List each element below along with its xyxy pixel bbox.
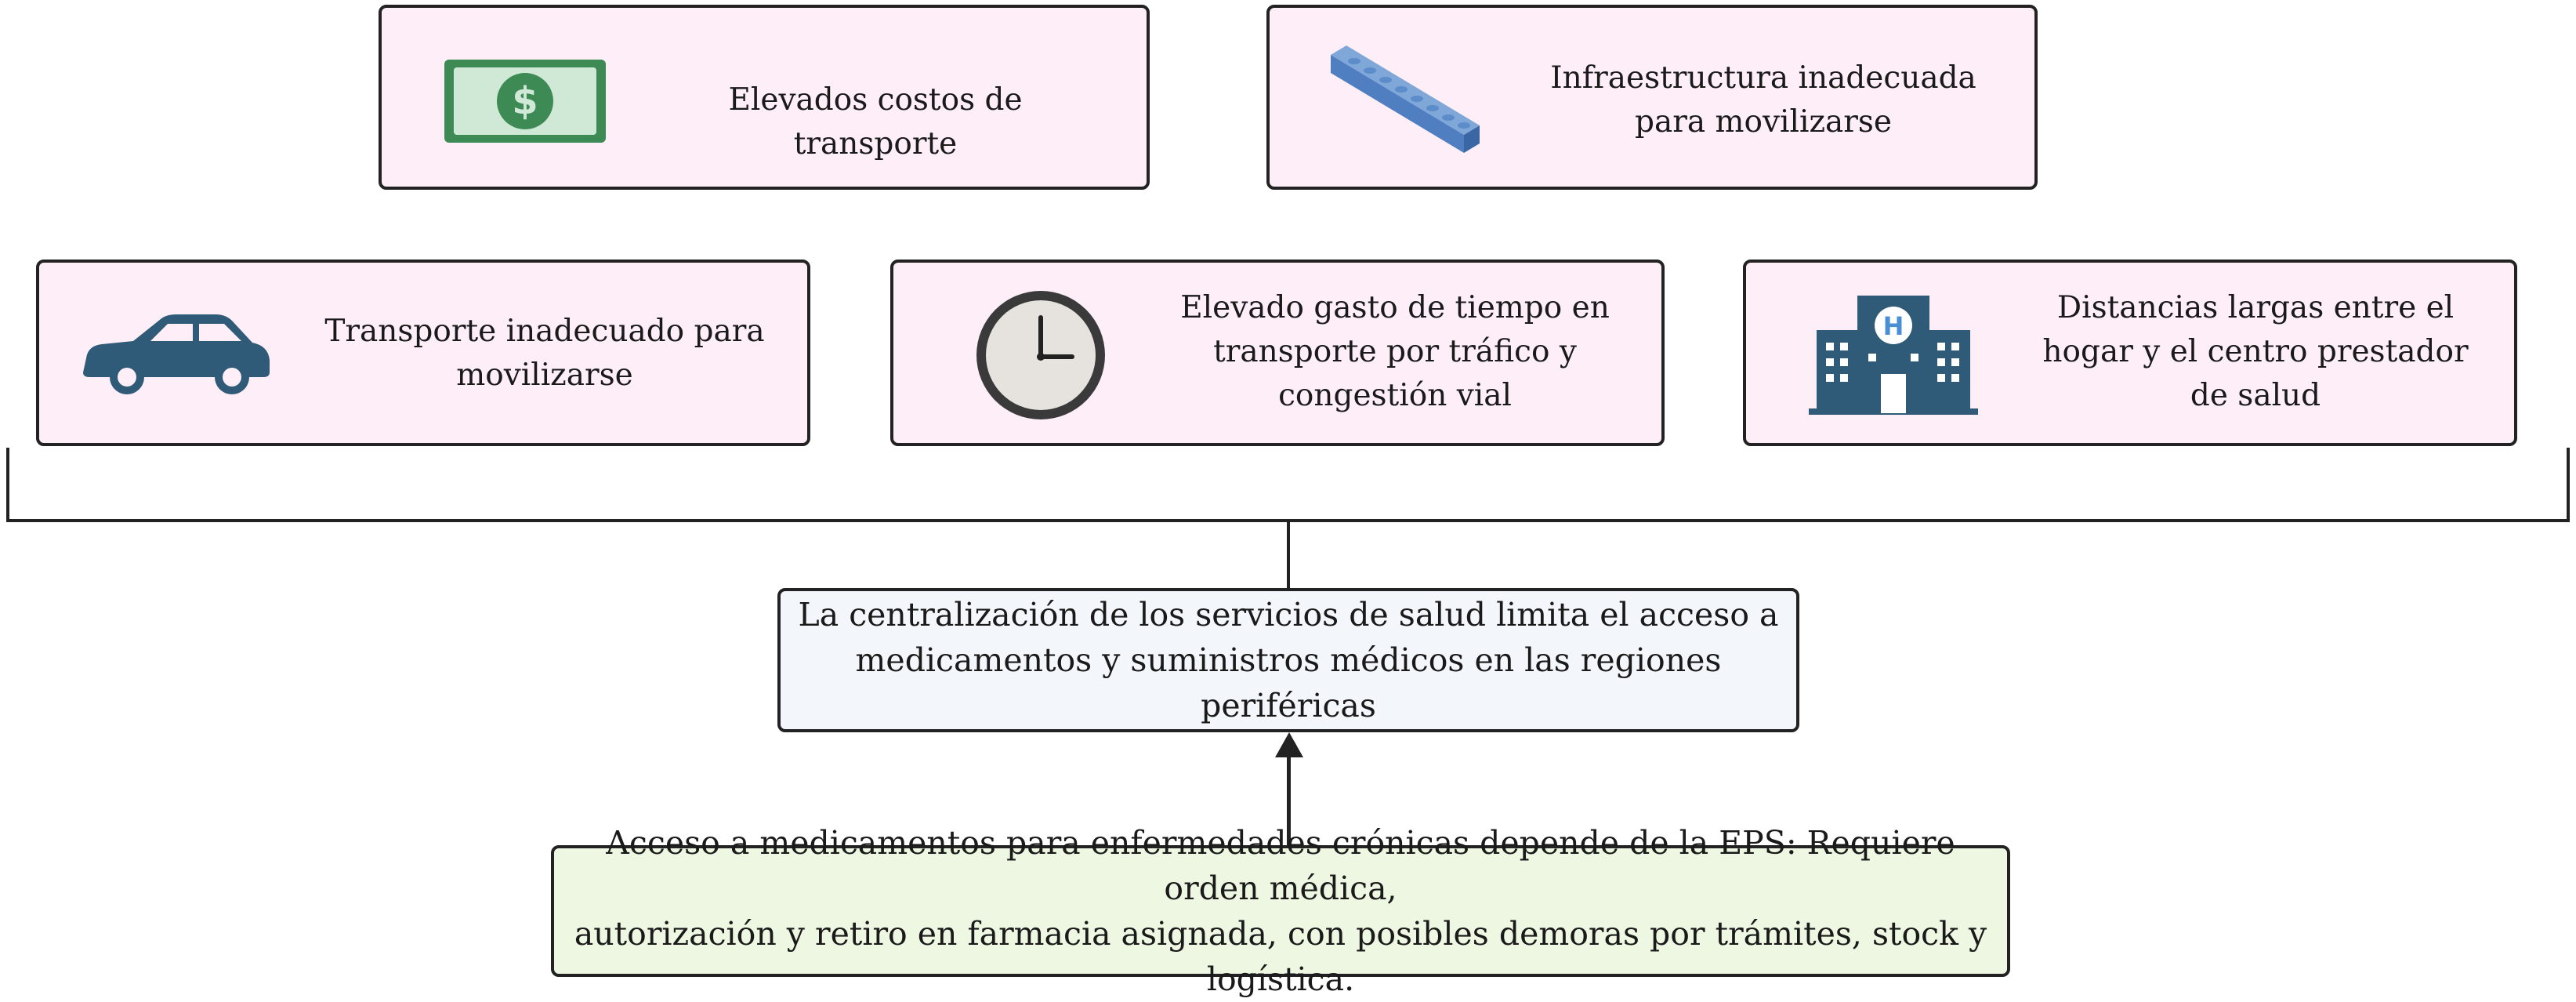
central-statement-box: La centralización de los servicios de sa…: [777, 588, 1799, 732]
arrow-head: [1275, 732, 1303, 757]
bottom-statement-text: Acceso a medicamentos para enfermedades …: [574, 824, 1987, 998]
svg-text:H: H: [1883, 311, 1904, 341]
factor-box-distance: H Distancias largas entre el hogar y el …: [1743, 260, 2517, 446]
dollar-bill-icon: $: [444, 60, 606, 143]
factor-infrastructure-label: Infraestructura inadecuada para moviliza…: [1550, 60, 1976, 140]
factor-box-transport: Transporte inadecuado para movilizarse: [36, 260, 810, 446]
bracket-right-tick: [2567, 448, 2570, 522]
factor-costs-label: Elevados costos de transporte: [728, 82, 1023, 162]
central-statement-text: La centralización de los servicios de sa…: [798, 596, 1779, 724]
bottom-statement-box: Acceso a medicamentos para enfermedades …: [551, 824, 2010, 998]
svg-text:$: $: [512, 79, 538, 123]
car-icon: [83, 314, 270, 394]
bracket-stem: [1287, 519, 1290, 588]
bracket-left-tick: [6, 448, 9, 522]
hospital-icon: H: [1809, 296, 1978, 415]
clock-icon: [976, 291, 1105, 419]
arrow-shaft: [1287, 753, 1291, 845]
factor-box-costs: $ Elevados costos de transporte: [379, 5, 1150, 190]
road-block-icon: [1331, 45, 1480, 153]
factor-time-label: Elevado gasto de tiempo en transporte po…: [1180, 290, 1610, 413]
factor-transport-label: Transporte inadecuado para movilizarse: [324, 314, 765, 393]
factor-box-time: Elevado gasto de tiempo en transporte po…: [890, 260, 1665, 446]
factor-box-infrastructure: Infraestructura inadecuada para moviliza…: [1266, 5, 2038, 190]
factor-distance-label: Distancias largas entre el hogar y el ce…: [2042, 290, 2469, 413]
